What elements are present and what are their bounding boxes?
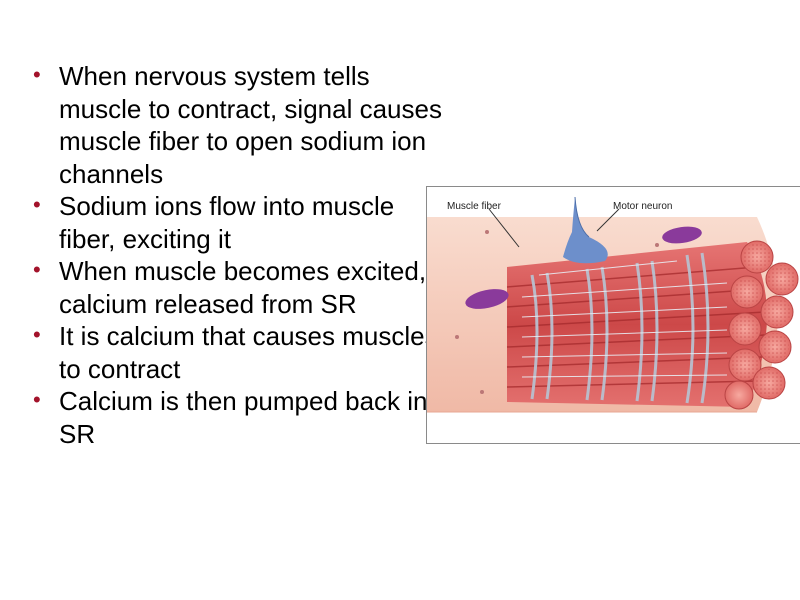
- mitochondrion: [465, 289, 509, 309]
- motor-neuron: [563, 197, 608, 264]
- bullet-icon: •: [33, 62, 41, 87]
- muscle-fiber-illustration: Muscle fiber Motor neuron: [426, 186, 800, 444]
- bullet-icon: •: [33, 257, 41, 282]
- bullet-list: •When nervous system tells muscle to con…: [30, 60, 450, 450]
- bullet-item: •Sodium ions flow into muscle fiber, exc…: [33, 191, 395, 254]
- bullet-item: •It is calcium that causes muscles to co…: [33, 321, 438, 384]
- bullet-item: •When muscle becomes excited, calcium re…: [33, 256, 427, 319]
- muscle-fiber-label: Muscle fiber: [447, 201, 501, 212]
- motor-neuron-label: Motor neuron: [613, 201, 673, 212]
- bullet-item: •Calcium is then pumped back into SR: [33, 386, 450, 449]
- bullet-icon: •: [33, 192, 41, 217]
- bullet-item: •When nervous system tells muscle to con…: [33, 61, 442, 189]
- bullet-icon: •: [33, 387, 41, 412]
- bullet-icon: •: [33, 322, 41, 347]
